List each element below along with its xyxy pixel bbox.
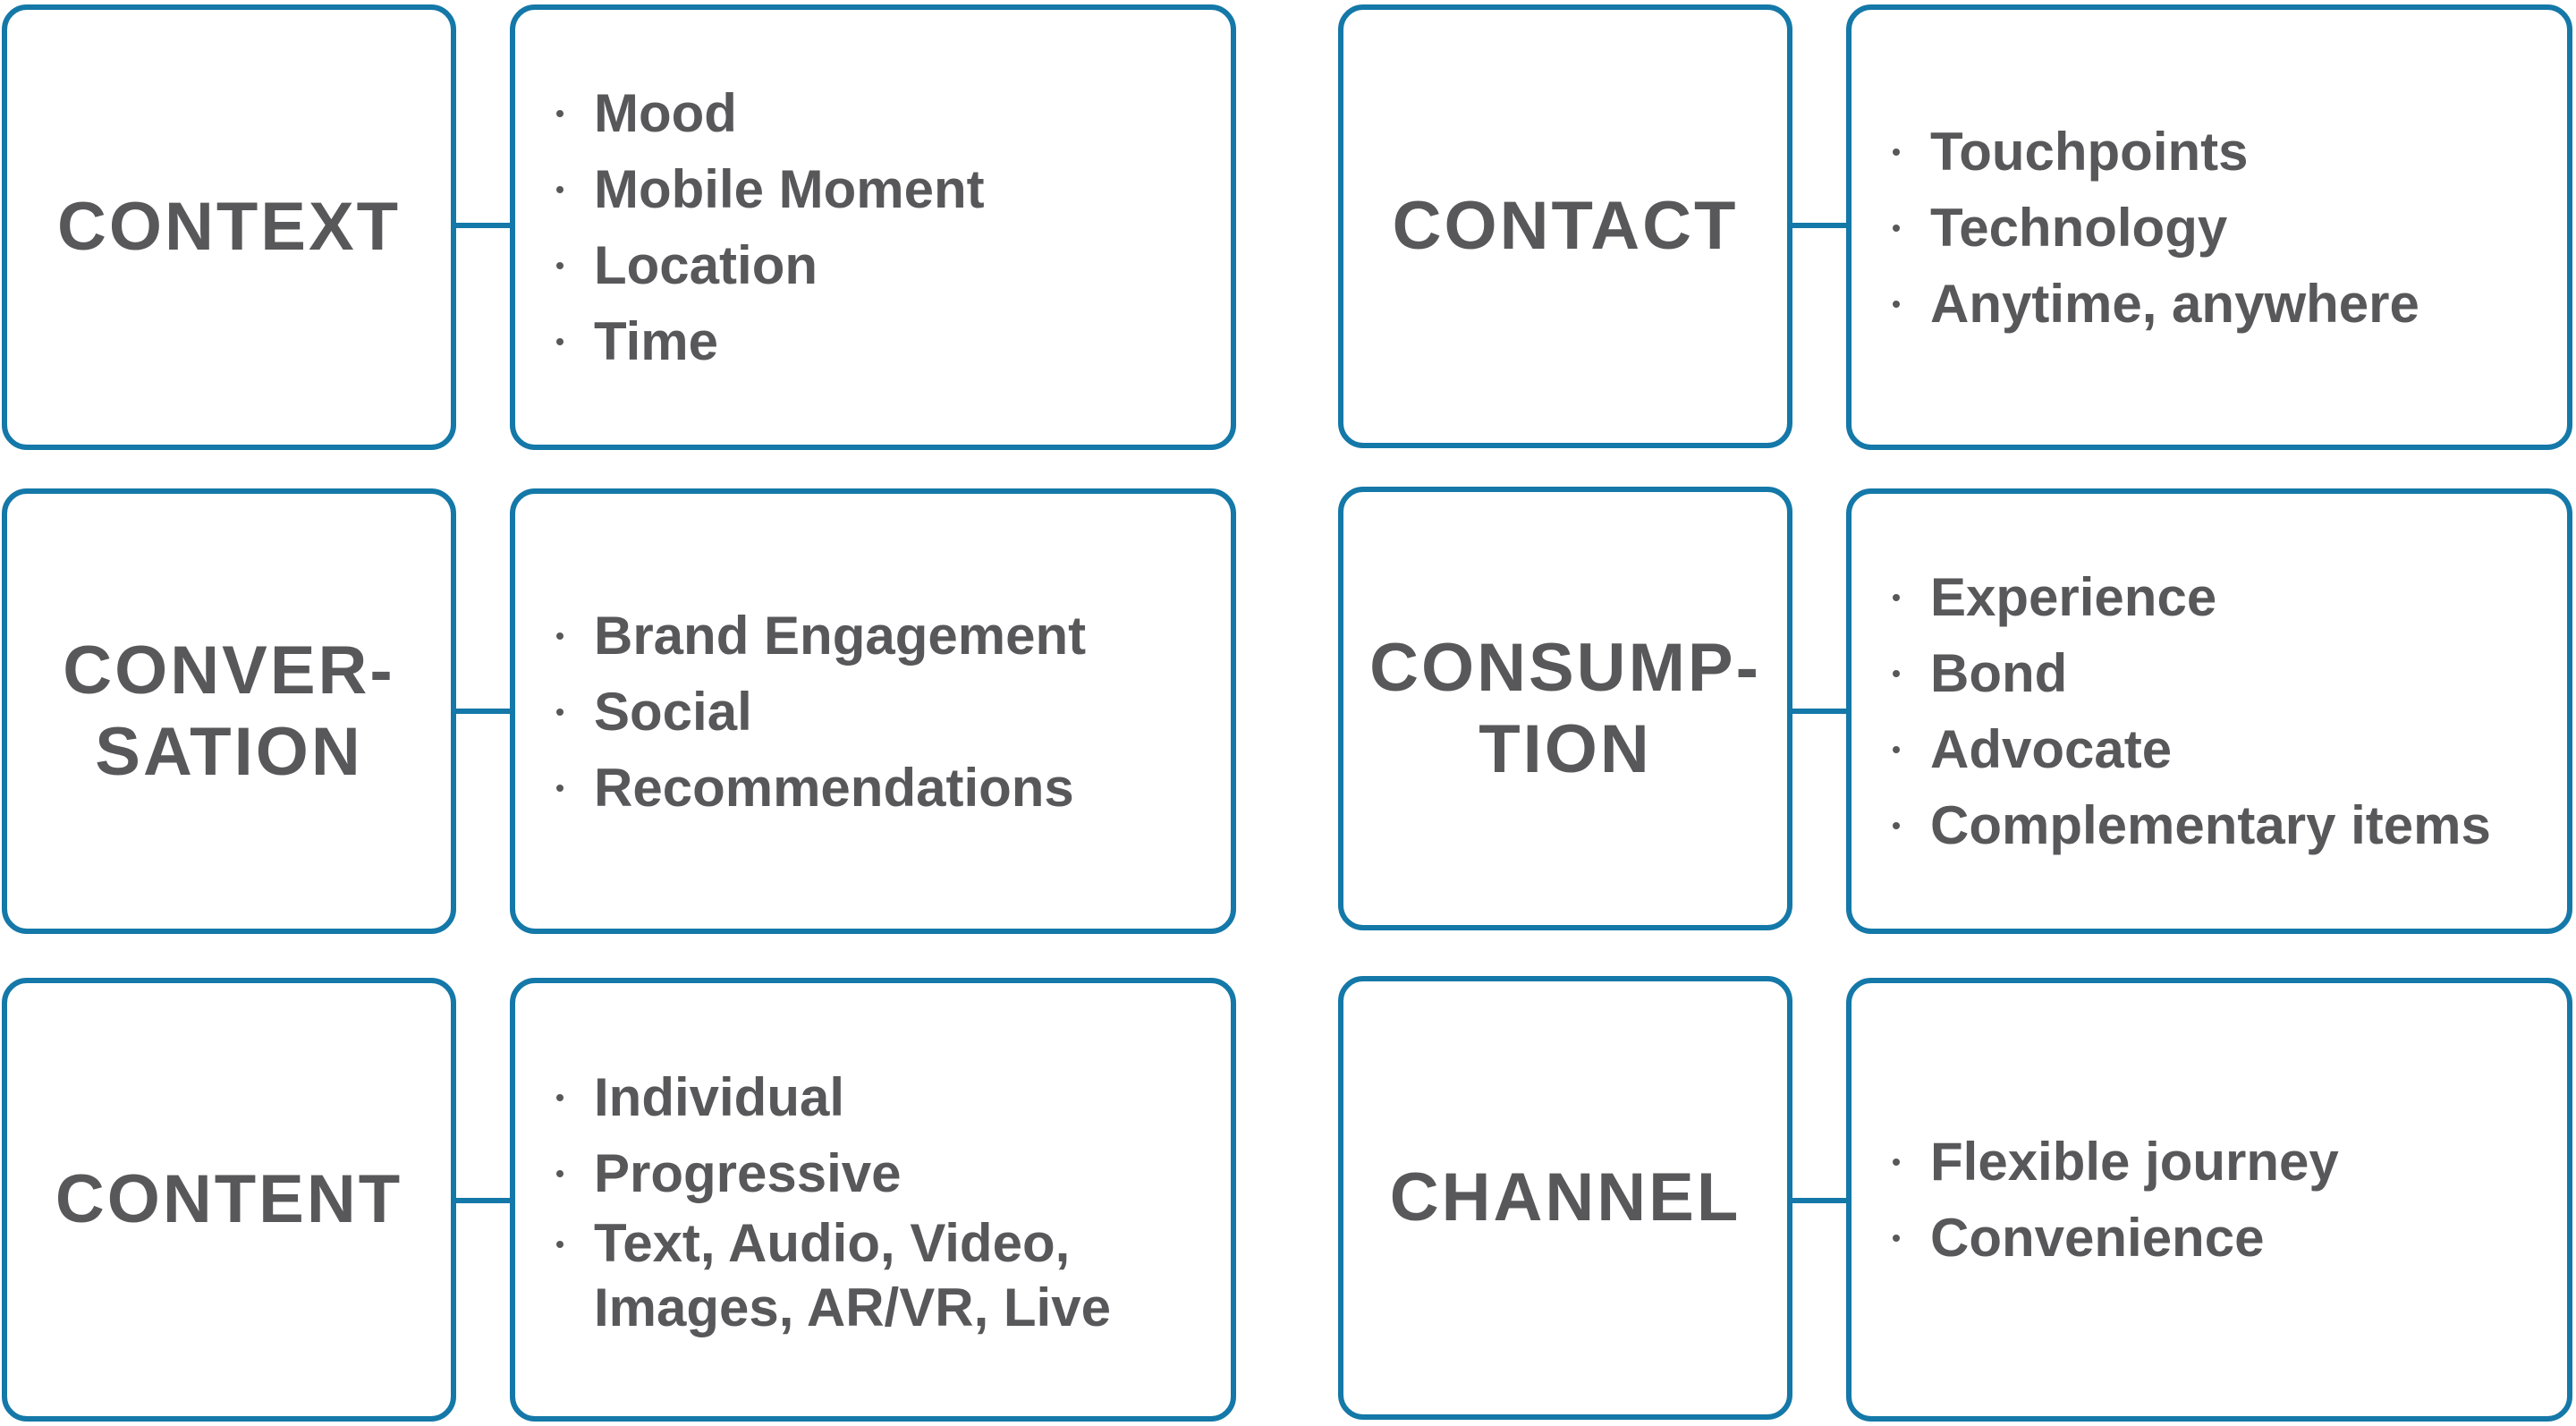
contact-list-box: Touchpoints Technology Anytime, anywhere	[1846, 4, 2572, 450]
list-item: Anytime, anywhere	[1893, 266, 2567, 342]
contact-label-box: CONTACT	[1338, 4, 1792, 448]
bullet-icon	[556, 262, 564, 269]
context-connector	[456, 223, 510, 228]
content-connector	[456, 1198, 510, 1203]
consumption-label-box: CONSUMP- TION	[1338, 487, 1792, 930]
channel-label: CHANNEL	[1390, 1157, 1741, 1238]
list-item: Progressive	[556, 1135, 1231, 1211]
contact-list: Touchpoints Technology Anytime, anywhere	[1893, 114, 2567, 342]
bullet-icon	[1893, 746, 1900, 753]
list-item: Mood	[556, 75, 1231, 151]
context-list: Mood Mobile Moment Location Time	[556, 75, 1231, 379]
list-item: Time	[556, 303, 1231, 379]
context-label-line: CONTEXT	[56, 189, 402, 266]
list-item: Mobile Moment	[556, 151, 1231, 227]
list-item: Recommendations	[556, 750, 1231, 826]
consumption-connector	[1792, 709, 1846, 714]
conversation-list: Brand Engagement Social Recommendations	[556, 598, 1231, 826]
conversation-label-line: CONVER-	[63, 632, 395, 709]
list-item: Advocate	[1893, 711, 2567, 787]
list-item: Flexible journey	[1893, 1124, 2567, 1200]
consumption-list-box: Experience Bond Advocate Complementary i…	[1846, 488, 2572, 934]
channel-label-line: CHANNEL	[1389, 1159, 1741, 1236]
conversation-list-box: Brand Engagement Social Recommendations	[510, 488, 1236, 934]
list-item: Technology	[1893, 190, 2567, 266]
channel-label-box: CHANNEL	[1338, 976, 1792, 1420]
bullet-icon	[1893, 822, 1900, 829]
bullet-icon	[556, 338, 564, 345]
list-item: Brand Engagement	[556, 598, 1231, 674]
conversation-label-line: SATION	[95, 714, 363, 790]
context-list-box: Mood Mobile Moment Location Time	[510, 4, 1236, 450]
bullet-icon	[1893, 148, 1900, 156]
bullet-icon	[1893, 300, 1900, 308]
list-item: Experience	[1893, 559, 2567, 635]
bullet-icon	[556, 1094, 564, 1101]
list-item: Complementary items	[1893, 787, 2567, 863]
content-list-box: Individual Progressive Text, Audio, Vide…	[510, 978, 1236, 1422]
contact-label-line: CONTACT	[1392, 188, 1739, 265]
list-item: Convenience	[1893, 1200, 2567, 1276]
conversation-label-box: CONVER- SATION	[2, 488, 456, 934]
list-item: Individual	[556, 1059, 1231, 1135]
bullet-icon	[556, 784, 564, 792]
contact-connector	[1792, 223, 1846, 228]
consumption-list: Experience Bond Advocate Complementary i…	[1893, 559, 2567, 863]
context-label-box: CONTEXT	[2, 4, 456, 450]
bullet-icon	[1893, 670, 1900, 677]
content-list: Individual Progressive Text, Audio, Vide…	[556, 1059, 1231, 1340]
bullet-icon	[556, 1170, 564, 1177]
consumption-label-line: CONSUMP-	[1369, 629, 1761, 706]
bullet-icon	[556, 110, 564, 117]
bullet-icon	[556, 1241, 564, 1248]
contact-label: CONTACT	[1393, 185, 1739, 267]
bullet-icon	[1893, 224, 1900, 232]
consumption-label-line: TION	[1479, 711, 1652, 787]
conversation-label: CONVER- SATION	[63, 630, 394, 793]
list-item: Bond	[1893, 635, 2567, 711]
bullet-icon	[556, 632, 564, 640]
bullet-icon	[1893, 1159, 1900, 1166]
channel-list: Flexible journey Convenience	[1893, 1124, 2567, 1276]
list-item: Touchpoints	[1893, 114, 2567, 190]
channel-connector	[1792, 1198, 1846, 1203]
list-item: Text, Audio, Video,Images, AR/VR, Live	[556, 1211, 1231, 1340]
bullet-icon	[556, 186, 564, 193]
channel-list-box: Flexible journey Convenience	[1846, 978, 2572, 1422]
bullet-icon	[1893, 594, 1900, 601]
content-label: CONTENT	[55, 1159, 402, 1240]
bullet-icon	[1893, 1235, 1900, 1242]
bullet-icon	[556, 708, 564, 716]
consumption-label: CONSUMP- TION	[1369, 627, 1761, 790]
list-item: Social	[556, 674, 1231, 750]
content-label-box: CONTENT	[2, 978, 456, 1422]
list-item: Location	[556, 227, 1231, 303]
context-label: CONTEXT	[57, 186, 401, 267]
conversation-connector	[456, 709, 510, 714]
content-label-line: CONTENT	[55, 1161, 403, 1238]
